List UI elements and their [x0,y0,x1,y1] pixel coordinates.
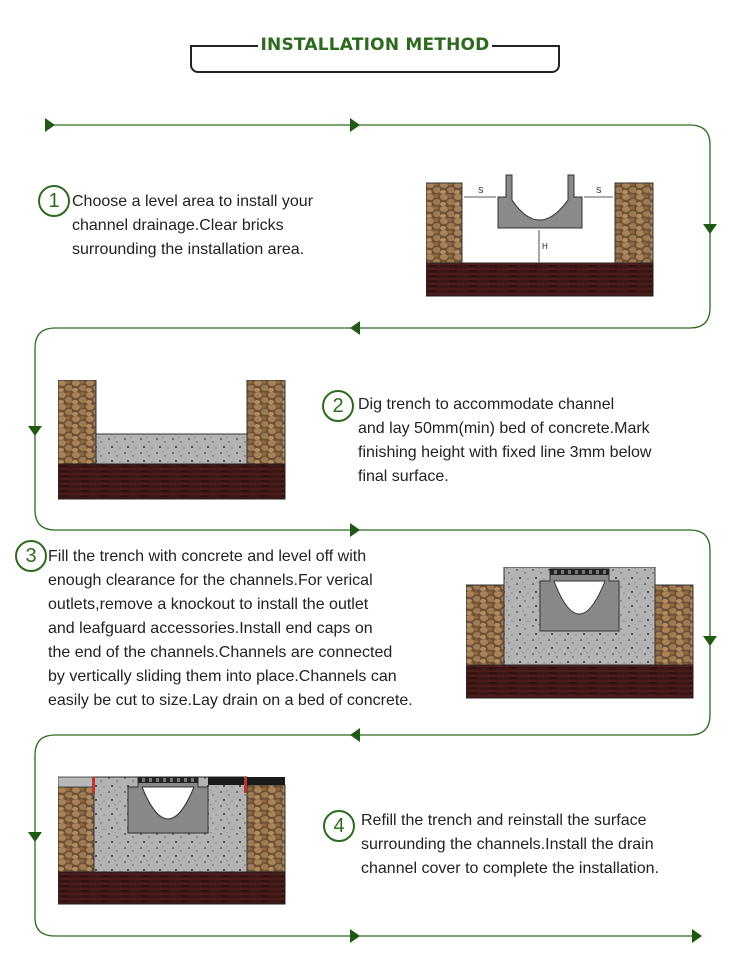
flow-arrow-icon [703,224,717,234]
step-3-line: enough clearance for the channels.For ve… [48,572,373,589]
step-2-line: and lay 50mm(min) bed of concrete.Mark [358,420,650,437]
step-1-line: surrounding the installation area. [72,241,305,258]
step-4-diagram [58,776,286,905]
step-2-line: finishing height with fixed line 3mm bel… [358,444,652,461]
title-rule-left [190,45,258,47]
flow-arrow-icon [703,636,717,646]
page-title: INSTALLATION METHOD [260,35,490,55]
step-4-line: surrounding the channels.Install the dra… [361,836,654,853]
step-3-line: the end of the channels.Channels are con… [48,644,393,661]
flow-arrow-icon [692,929,702,943]
step-4-text: Refill the trench and reinstall the surf… [361,809,659,881]
title-rule-right [492,45,558,47]
step-2-line: final surface. [358,468,449,485]
dimension-label: H [542,242,548,251]
dimension-label: S [596,186,601,195]
flow-arrow-icon [45,118,55,132]
step-number-1: 1 [38,185,70,217]
flow-arrow-icon [350,728,360,742]
step-2-line: Dig trench to accommodate channel [358,396,615,413]
step-4-line: Refill the trench and reinstall the surf… [361,812,647,829]
flow-arrow-icon [350,321,360,335]
step-number-2: 2 [322,390,354,422]
flow-arrow-icon [28,426,42,436]
step-1-line: channel drainage.Clear bricks [72,217,284,234]
title-frame [190,45,560,73]
step-2-diagram [58,380,286,500]
step-3-line: and leafguard accessories.Install end ca… [48,620,373,637]
step-number-4: 4 [323,810,355,842]
step-2-text: Dig trench to accommodate channel and la… [358,393,651,489]
step-3-line: by vertically sliding them into place.Ch… [48,668,397,685]
flow-arrow-icon [28,832,42,842]
step-1-diagram: S S H [426,174,654,297]
step-number-3: 3 [15,540,47,572]
step-1-text: Choose a level area to install your chan… [72,190,313,262]
step-4-line: channel cover to complete the installati… [361,860,659,877]
step-3-diagram [466,567,694,699]
step-1-line: Choose a level area to install your [72,193,314,210]
step-3-line: easily be cut to size.Lay drain on a bed… [48,692,413,709]
flow-arrow-icon [350,118,360,132]
flow-arrow-icon [350,929,360,943]
step-3-text: Fill the trench with concrete and level … [48,545,413,713]
dimension-label: S [478,186,483,195]
flow-arrow-icon [350,523,360,537]
step-3-line: outlets,remove a knockout to install the… [48,596,369,613]
step-3-line: Fill the trench with concrete and level … [48,548,367,565]
